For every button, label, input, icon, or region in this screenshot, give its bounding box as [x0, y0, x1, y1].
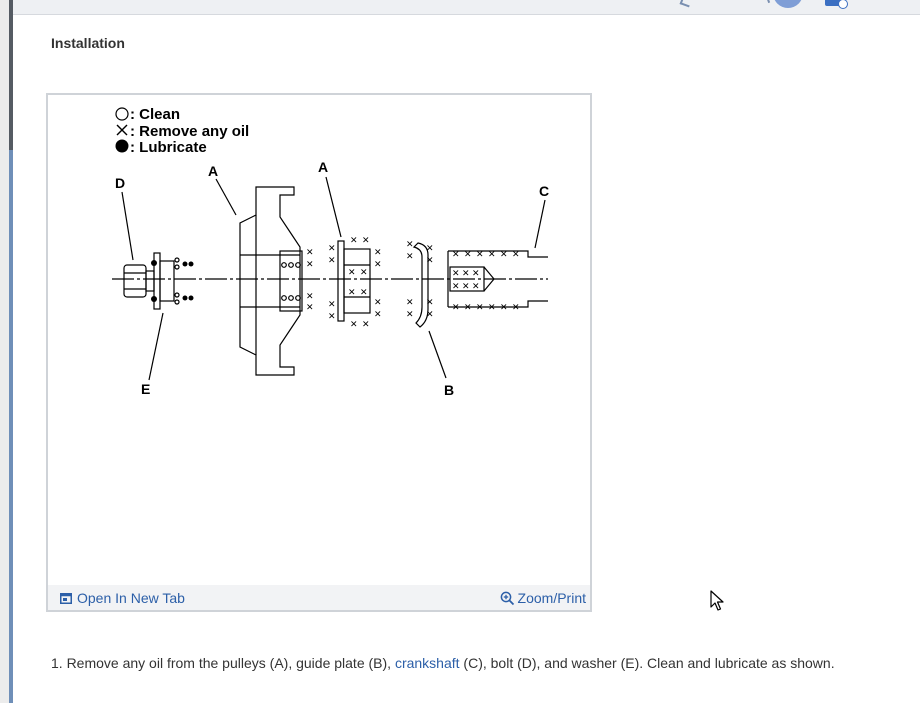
svg-text:✕: ✕: [426, 310, 434, 320]
svg-text:✕: ✕: [488, 250, 496, 260]
callout-a-pulley-2: A: [318, 159, 328, 175]
svg-text:✕: ✕: [452, 250, 460, 260]
clean-symbol-icon: [115, 107, 129, 121]
top-toolbar: [13, 0, 920, 15]
open-in-new-tab-link[interactable]: Open In New Tab: [60, 590, 185, 606]
svg-text:✕: ✕: [488, 303, 496, 313]
remove-oil-marks: ✕✕ ✕✕ ✕✕ ✕✕ ✕✕ ✕✕ ✕✕ ✕✕ ✕✕ ✕✕ ✕✕ ✕✕ ✕✕ ✕…: [306, 236, 520, 330]
lubricate-marks: [151, 260, 194, 302]
svg-text:✕: ✕: [328, 300, 336, 310]
zoom-in-icon: [500, 591, 514, 605]
crankshaft-link[interactable]: crankshaft: [394, 655, 460, 671]
lubricate-symbol-icon: [115, 139, 129, 153]
svg-text:✕: ✕: [464, 250, 472, 260]
svg-text:✕: ✕: [362, 320, 370, 330]
callout-b-guide-plate: B: [444, 382, 454, 398]
open-in-new-tab-label: Open In New Tab: [77, 590, 185, 606]
step-text-before: 1. Remove any oil from the pulleys (A), …: [51, 655, 395, 671]
svg-text:✕: ✕: [512, 250, 520, 260]
svg-text:✕: ✕: [476, 303, 484, 313]
step-1-instruction: 1. Remove any oil from the pulleys (A), …: [51, 655, 835, 671]
svg-text:✕: ✕: [328, 256, 336, 266]
svg-text:✕: ✕: [500, 250, 508, 260]
svg-text:✕: ✕: [472, 269, 480, 279]
scrollbar-track[interactable]: [9, 150, 13, 703]
back-arrow-icon[interactable]: [679, 0, 693, 8]
zoom-print-label: Zoom/Print: [517, 590, 586, 606]
svg-text:✕: ✕: [476, 250, 484, 260]
mouse-pointer-icon: [710, 590, 724, 611]
svg-text:✕: ✕: [426, 244, 434, 254]
step-text-after: (C), bolt (D), and washer (E). Clean and…: [459, 655, 835, 671]
svg-text:✕: ✕: [350, 320, 358, 330]
section-title: Installation: [51, 35, 125, 51]
svg-text:✕: ✕: [462, 269, 470, 279]
svg-text:✕: ✕: [362, 236, 370, 246]
svg-text:✕: ✕: [464, 303, 472, 313]
svg-text:✕: ✕: [426, 256, 434, 266]
figure-footer: Open In New Tab Zoom/Print: [48, 585, 590, 610]
svg-text:✕: ✕: [406, 240, 414, 250]
svg-text:✕: ✕: [374, 298, 382, 308]
svg-text:✕: ✕: [348, 268, 356, 278]
svg-text:✕: ✕: [452, 303, 460, 313]
svg-text:✕: ✕: [452, 282, 460, 292]
add-tab-icon[interactable]: [825, 0, 848, 9]
callout-c-crankshaft: C: [539, 183, 549, 199]
svg-text:✕: ✕: [348, 288, 356, 298]
svg-text:✕: ✕: [374, 248, 382, 258]
svg-text:✕: ✕: [500, 303, 508, 313]
legend-lubricate: : Lubricate: [130, 139, 207, 156]
svg-text:✕: ✕: [306, 260, 314, 270]
diagram-drawing: [112, 176, 548, 381]
svg-text:✕: ✕: [350, 236, 358, 246]
callout-d-bolt: D: [115, 175, 125, 191]
avatar[interactable]: [773, 0, 803, 8]
legend-remove-oil: : Remove any oil: [130, 123, 249, 140]
svg-text:✕: ✕: [374, 310, 382, 320]
callout-e-washer: E: [141, 381, 150, 397]
svg-text:✕: ✕: [360, 268, 368, 278]
svg-text:✕: ✕: [472, 282, 480, 292]
svg-text:✕: ✕: [406, 310, 414, 320]
svg-text:✕: ✕: [360, 288, 368, 298]
svg-text:✕: ✕: [328, 312, 336, 322]
pulley-installation-diagram: : Clean : Remove any oil : Lubricate A A…: [112, 106, 549, 398]
svg-text:✕: ✕: [426, 298, 434, 308]
svg-text:✕: ✕: [374, 260, 382, 270]
open-new-tab-icon: [60, 592, 72, 604]
forward-arrow-icon[interactable]: [759, 0, 771, 6]
svg-text:✕: ✕: [452, 269, 460, 279]
svg-text:✕: ✕: [306, 292, 314, 302]
figure-card: : Clean : Remove any oil : Lubricate A A…: [46, 93, 592, 612]
remove-oil-symbol-icon: [116, 124, 128, 136]
zoom-print-link[interactable]: Zoom/Print: [500, 590, 586, 606]
svg-text:✕: ✕: [406, 252, 414, 262]
svg-text:✕: ✕: [406, 298, 414, 308]
svg-text:✕: ✕: [462, 282, 470, 292]
svg-text:✕: ✕: [512, 303, 520, 313]
svg-text:✕: ✕: [306, 303, 314, 313]
svg-text:✕: ✕: [328, 244, 336, 254]
svg-text:✕: ✕: [306, 248, 314, 258]
legend-clean: : Clean: [130, 106, 180, 123]
callout-a-pulley: A: [208, 163, 218, 179]
